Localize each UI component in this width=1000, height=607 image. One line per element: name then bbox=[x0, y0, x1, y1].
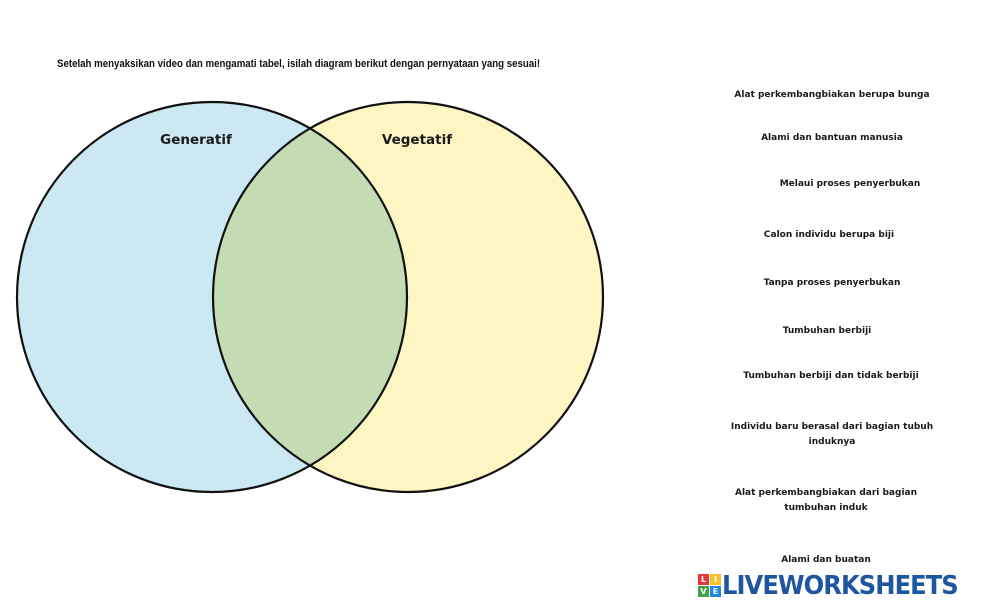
option-item[interactable]: Melaui proses penyerbukan bbox=[730, 177, 970, 192]
vegetatif-circle-outline bbox=[211, 100, 605, 494]
option-label-line: Tumbuhan berbiji dan tidak berbiji bbox=[743, 371, 919, 381]
option-label-line: tumbuhan induk bbox=[784, 503, 868, 513]
logo-text: LIVEWORKSHEETS bbox=[722, 571, 959, 601]
generatif-title: Generatif bbox=[160, 132, 232, 148]
vegetatif-title: Vegetatif bbox=[382, 132, 452, 148]
option-label-line: induknya bbox=[808, 437, 856, 447]
overlap-region[interactable] bbox=[213, 102, 603, 492]
option-item[interactable]: Tanpa proses penyerbukan bbox=[712, 276, 952, 291]
option-label-line: Tumbuhan berbiji bbox=[782, 326, 872, 336]
logo-cubes-icon: L I V E bbox=[698, 574, 722, 600]
option-item[interactable]: Individu baru berasal dari bagian tubuh i… bbox=[712, 420, 952, 450]
generatif-circle-outline bbox=[15, 100, 409, 494]
option-label-line: Alat perkembangbiakan dari bagian bbox=[734, 488, 918, 498]
option-item[interactable]: Alami dan buatan bbox=[706, 553, 946, 568]
option-item[interactable]: Alat perkembangbiakan berupa bunga bbox=[712, 88, 952, 103]
option-label-line: Individu baru berasal dari bagian tubuh bbox=[730, 422, 934, 432]
liveworksheets-logo: L I V E LIVEWORKSHEETS bbox=[695, 571, 995, 601]
option-label-line: Alat perkembangbiakan berupa bunga bbox=[734, 90, 930, 100]
option-label-line: Alami dan buatan bbox=[781, 555, 871, 565]
option-item[interactable]: Calon individu berupa biji bbox=[709, 228, 949, 243]
option-item[interactable]: Alat perkembangbiakan dari bagian tumbuha… bbox=[706, 486, 946, 516]
option-item[interactable]: Tumbuhan berbiji bbox=[707, 324, 947, 339]
venn-diagram: Generatif Vegetatif bbox=[15, 100, 605, 494]
instruction-text: Setelah menyaksikan video dan mengamati … bbox=[57, 58, 541, 70]
option-label-line: Melaui proses penyerbukan bbox=[779, 179, 921, 189]
option-label-line: Calon individu berupa biji bbox=[763, 230, 895, 240]
option-label-line: Tanpa proses penyerbukan bbox=[763, 278, 901, 288]
option-item[interactable]: Alami dan bantuan manusia bbox=[712, 131, 952, 146]
option-item[interactable]: Tumbuhan berbiji dan tidak berbiji bbox=[711, 369, 951, 384]
option-label-line: Alami dan bantuan manusia bbox=[761, 133, 903, 143]
